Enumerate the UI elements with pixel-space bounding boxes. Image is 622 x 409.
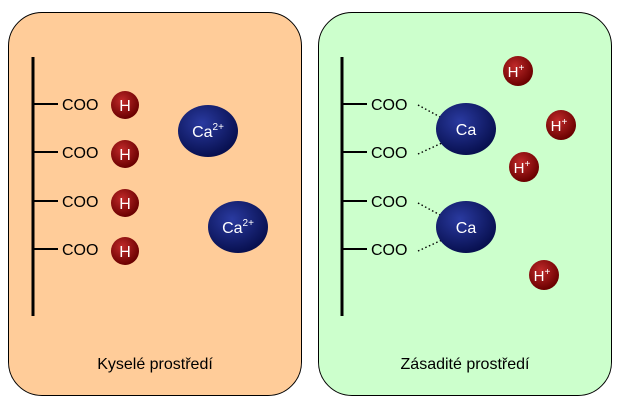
hydrogen-label: H [119,244,131,261]
calcium-ion: Ca [436,201,496,253]
hydrogen-label: H [119,147,131,164]
calcium-ion: Ca2+ [178,105,238,157]
basic-caption: Zásadité prostředí [400,356,530,373]
hydrogen-ion: H+ [503,56,533,86]
acidic-caption: Kyselé prostředí [97,356,213,373]
coordination-bond [417,202,443,217]
acid-coo-label: COO [62,194,98,211]
calcium-charge: 2+ [213,122,225,133]
calcium-label: Ca [222,220,243,237]
base-coo-label: COO [371,145,407,162]
acid-coo-label: COO [62,97,98,114]
hydrogen-atom: H [111,140,139,168]
hydrogen-ion-label: H [508,64,519,81]
acid-coo-label: COO [62,145,98,162]
calcium-label: Ca [192,124,213,141]
calcium-label: Ca [456,220,477,237]
hydrogen-atom: H [111,237,139,265]
hydrogen-atom: H [111,91,139,119]
svg-text:Ca2+: Ca2+ [192,122,224,141]
hydrogen-ion: H+ [546,110,576,140]
calcium-charge: 2+ [243,218,255,229]
svg-text:H+: H+ [514,159,531,177]
calcium-ion: Ca [436,103,496,155]
hydrogen-ion-charge: + [545,267,551,278]
base-coo-label: COO [371,242,407,259]
base-coo-label: COO [371,97,407,114]
hydrogen-ion-label: H [514,160,525,177]
calcium-label: Ca [456,122,477,139]
svg-text:H+: H+ [534,267,551,285]
base-polymer-chain [340,57,367,316]
hydrogen-ion-label: H [551,118,562,135]
acid-polymer-chain [31,57,58,316]
acid-coo-label: COO [62,242,98,259]
svg-text:Ca2+: Ca2+ [222,218,254,237]
coordination-bond [417,239,443,252]
coordination-bond [417,142,443,155]
hydrogen-ion: H+ [509,152,539,182]
hydrogen-ion: H+ [529,260,559,290]
svg-text:H+: H+ [551,117,568,135]
hydrogen-label: H [119,196,131,213]
svg-text:H+: H+ [508,63,525,81]
hydrogen-label: H [119,98,131,115]
hydrogen-ion-charge: + [519,63,525,74]
calcium-ion: Ca2+ [208,201,268,253]
acidic-panel [8,12,302,396]
coordination-bonds [417,104,443,252]
hydrogen-ion-charge: + [525,159,531,170]
coordination-bond [417,104,443,119]
base-coo-label: COO [371,194,407,211]
hydrogen-atom: H [111,189,139,217]
hydrogen-ion-label: H [534,268,545,285]
hydrogen-ion-charge: + [562,117,568,128]
